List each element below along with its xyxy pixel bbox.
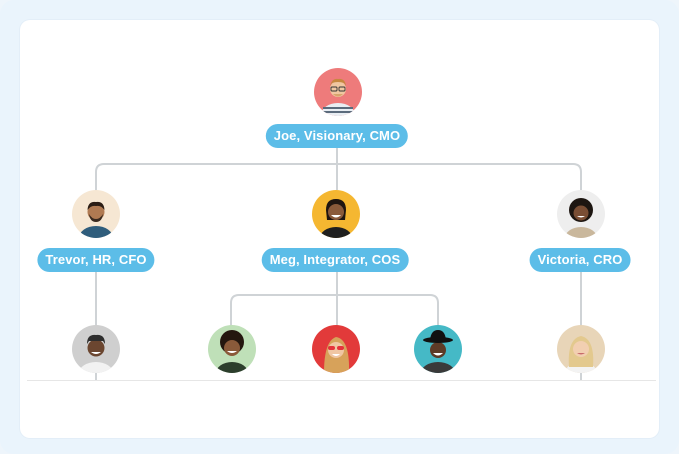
- connector-top-bar: [95, 163, 582, 192]
- avatar-meg[interactable]: [312, 190, 360, 238]
- avatar-trevor[interactable]: [72, 190, 120, 238]
- avatar-report-5[interactable]: [557, 325, 605, 373]
- avatar-report-4[interactable]: [414, 325, 462, 373]
- connector-meg-bar: [230, 294, 439, 326]
- node-label-victoria[interactable]: Victoria, CRO: [529, 248, 631, 272]
- avatar-joe[interactable]: [314, 68, 362, 116]
- avatar-report-1[interactable]: [72, 325, 120, 373]
- avatar-report-3[interactable]: [312, 325, 360, 373]
- node-label-meg[interactable]: Meg, Integrator, COS: [261, 248, 409, 272]
- avatar-victoria[interactable]: [557, 190, 605, 238]
- node-label-joe[interactable]: Joe, Visionary, CMO: [265, 124, 409, 148]
- chart-bottom-divider: [27, 380, 656, 381]
- node-label-trevor[interactable]: Trevor, HR, CFO: [37, 248, 155, 272]
- avatar-report-2[interactable]: [208, 325, 256, 373]
